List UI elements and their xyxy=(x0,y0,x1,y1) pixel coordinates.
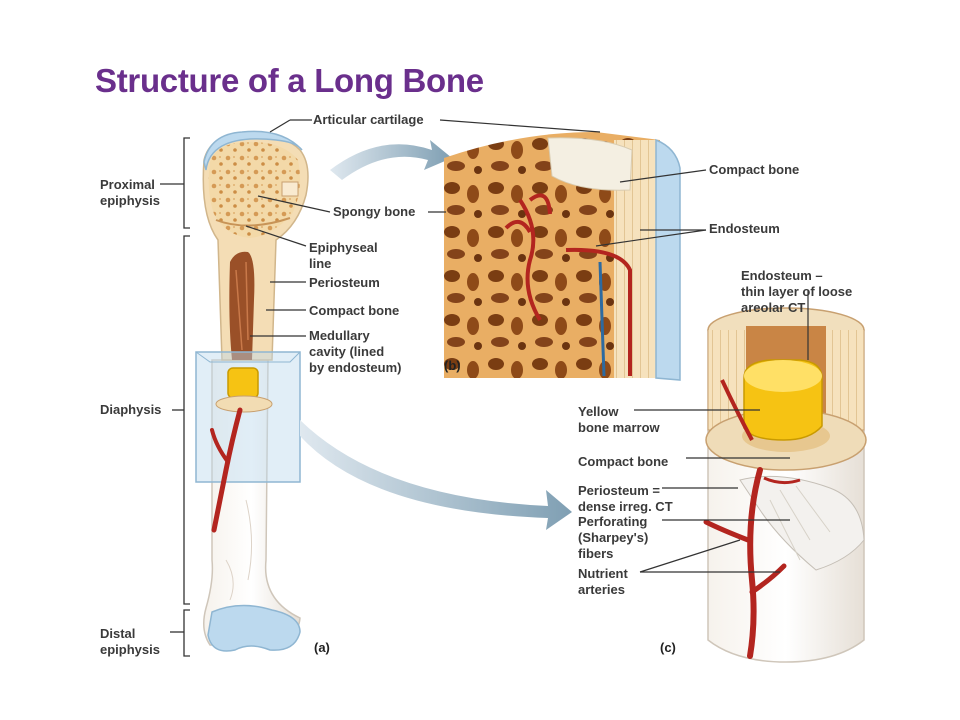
label-yellow-marrow: Yellow bone marrow xyxy=(578,404,660,435)
label-compact-bone-b: Compact bone xyxy=(709,162,800,177)
label-compact-bone-c: Compact bone xyxy=(578,454,669,469)
panel-label-c: (c) xyxy=(660,640,676,655)
panel-label-a: (a) xyxy=(314,640,330,655)
slide-title: Structure of a Long Bone xyxy=(95,62,484,99)
marrow-a xyxy=(227,367,259,399)
bone-panel-a xyxy=(195,130,309,652)
label-epiphyseal-line: Epiphyseal line xyxy=(309,240,378,271)
label-endosteum-c: Endosteum – thin layer of loose areolar … xyxy=(741,268,853,315)
arrow-to-b xyxy=(330,140,452,180)
cartilage-b xyxy=(655,138,681,381)
bone-panel-b xyxy=(444,132,681,381)
bone-panel-c xyxy=(703,307,867,663)
label-articular-cartilage: Articular cartilage xyxy=(313,112,424,127)
label-perforating-fibers: Perforating (Sharpey's) fibers xyxy=(578,514,649,561)
label-medullary-cavity: Medullary cavity (lined by endosteum) xyxy=(309,328,402,375)
label-spongy-bone: Spongy bone xyxy=(333,204,416,219)
label-compact-bone-a: Compact bone xyxy=(309,303,400,318)
nutrient-artery-c xyxy=(747,467,763,659)
proximal-cartilage xyxy=(203,130,303,171)
brackets xyxy=(160,137,190,657)
label-endosteum-b: Endosteum xyxy=(709,221,780,236)
label-distal-epiphysis: Distal epiphysis xyxy=(100,626,160,657)
nutrient-artery-a xyxy=(211,407,243,533)
label-proximal-epiphysis: Proximal epiphysis xyxy=(100,177,160,208)
distal-cartilage xyxy=(207,604,301,652)
arrow-to-c xyxy=(300,420,572,530)
spongy-detail xyxy=(444,132,660,378)
leader-lines xyxy=(245,119,809,573)
spongy-bone-a xyxy=(208,141,300,238)
label-periosteum-c: Periosteum = dense irreg. CT xyxy=(578,483,673,514)
label-diaphysis: Diaphysis xyxy=(100,402,162,417)
panel-label-b: (b) xyxy=(444,358,461,373)
label-nutrient-arteries: Nutrient arteries xyxy=(578,566,628,597)
label-periosteum: Periosteum xyxy=(309,275,380,290)
